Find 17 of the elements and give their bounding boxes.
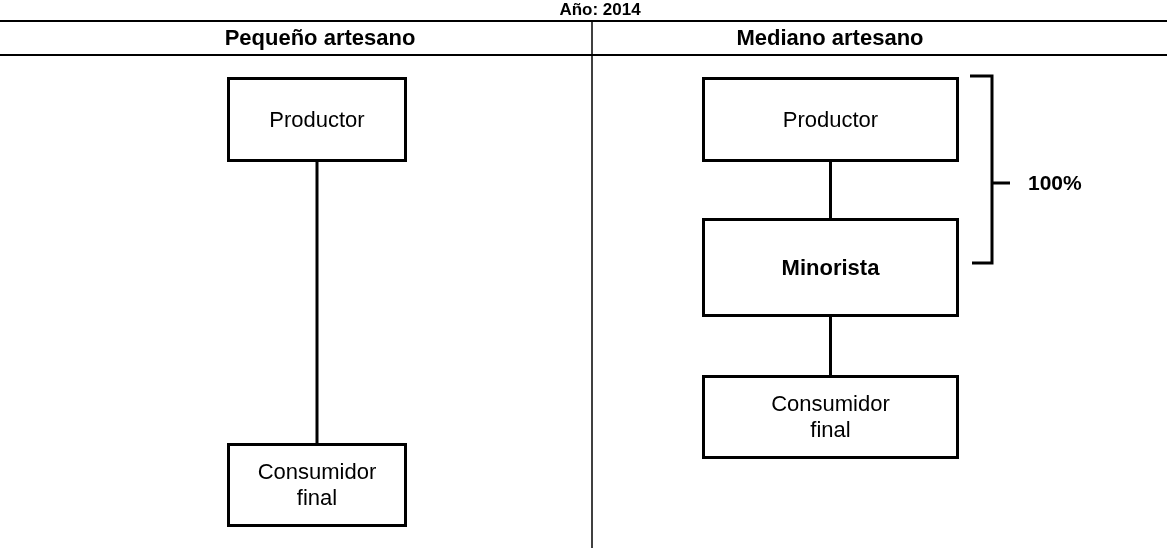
box-label: Productor	[782, 106, 879, 133]
box-label: Minorista	[781, 254, 880, 281]
process-box	[227, 443, 407, 527]
process-box	[702, 77, 959, 162]
box-label: Productor	[269, 106, 365, 133]
process-box	[227, 77, 407, 162]
column-header: Mediano artesano	[735, 24, 925, 52]
percentage-label: 100%	[1028, 170, 1082, 196]
column-header: Pequeño artesano	[223, 24, 417, 52]
process-box	[702, 375, 959, 459]
box-label: Consumidor final	[256, 459, 378, 511]
title: Año: 2014	[558, 0, 642, 20]
connector-line	[829, 317, 832, 375]
process-box	[702, 218, 959, 317]
box-label: Consumidor final	[770, 391, 891, 443]
connector-line	[829, 162, 832, 218]
connector-line	[315, 162, 319, 443]
